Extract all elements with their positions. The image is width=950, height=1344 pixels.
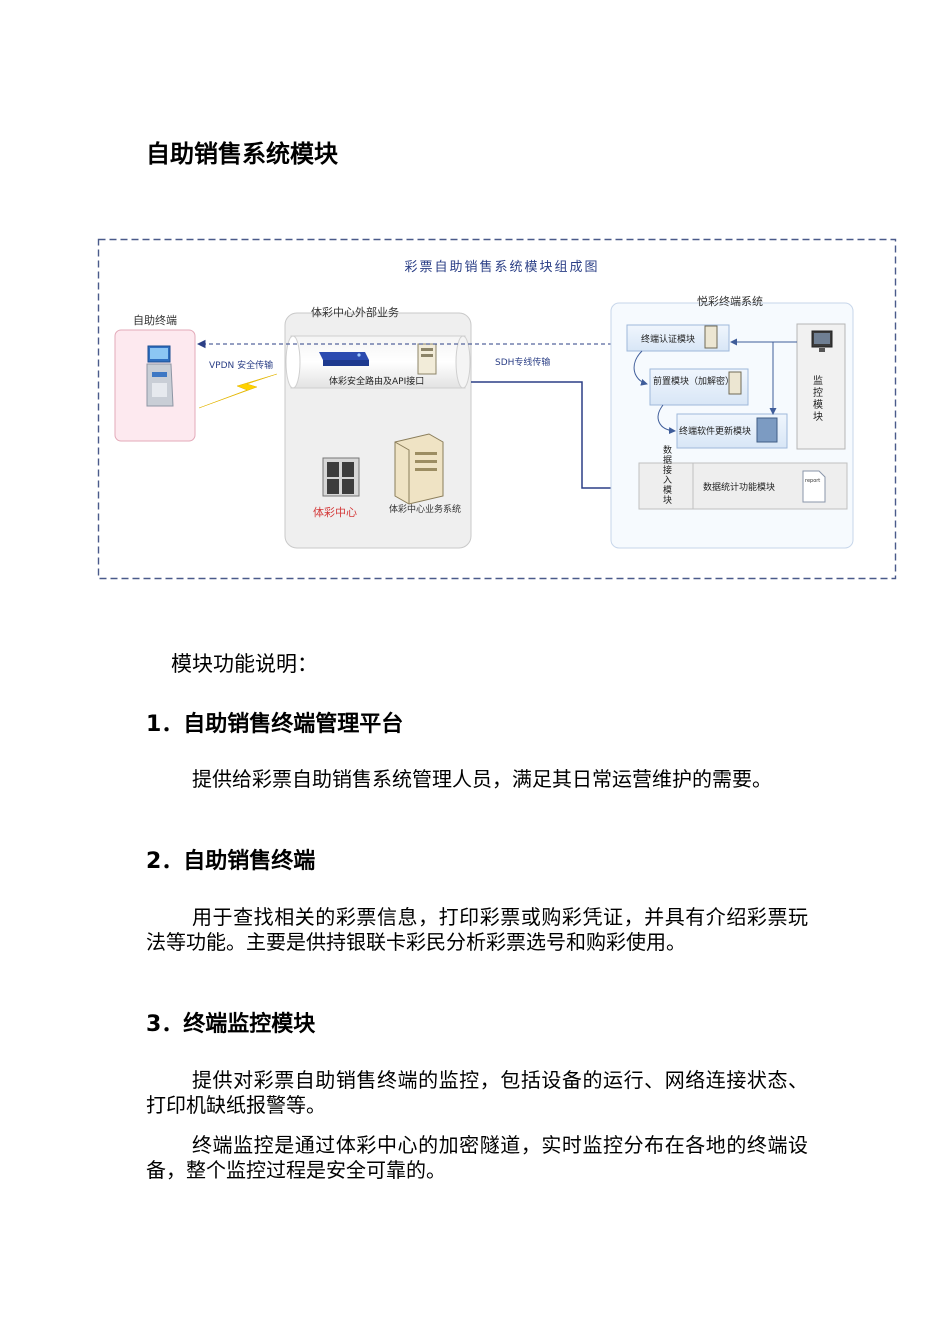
sdh-line — [471, 381, 637, 494]
monitor-icon — [811, 330, 833, 352]
report-icon: report — [802, 470, 826, 503]
update-module-label: 终端软件更新模块 — [679, 425, 751, 437]
stats-module-label: 数据统计功能模块 — [703, 481, 775, 493]
self-terminal-label: 自助终端 — [133, 313, 177, 327]
sdh-label: SDH专线传输 — [495, 356, 550, 368]
data-access-label: 数据接入模块 — [661, 444, 672, 505]
section-2-paragraph: 用于查找相关的彩票信息，打印彩票或购彩凭证，并具有介绍彩票玩法等功能。主要是供持… — [146, 905, 808, 954]
business-server-icon — [394, 433, 444, 505]
pre-module-label: 前置模块（加解密） — [653, 375, 734, 387]
diagram-svg: 彩票自助销售系统模块组成图 自助终端 体彩中心外部业务 体彩安全路由及API接口 — [97, 238, 897, 580]
yuecai-system-label: 悦彩终端系统 — [697, 294, 763, 308]
system-diagram: 彩票自助销售系统模块组成图 自助终端 体彩中心外部业务 体彩安全路由及API接口 — [97, 238, 897, 580]
center-rack-icon — [322, 457, 360, 497]
section-heading-1: 1．自助销售终端管理平台 — [146, 712, 404, 737]
diagram-border — [97, 238, 897, 580]
center-label: 体彩中心 — [313, 505, 357, 519]
report-text: report — [805, 478, 820, 484]
update-gear-icon — [756, 417, 778, 443]
api-server-icon — [417, 343, 437, 375]
section-1-paragraph: 提供给彩票自助销售系统管理人员，满足其日常运营维护的需要。 — [192, 767, 772, 791]
auth-server-icon — [704, 325, 718, 349]
external-business-label: 体彩中心外部业务 — [311, 305, 399, 319]
section-3-paragraph-2: 终端监控是通过体彩中心的加密隧道，实时监控分布在各地的终端设备，整个监控过程是安… — [146, 1133, 808, 1182]
lightning-icon — [198, 373, 278, 409]
diagram-title: 彩票自助销售系统模块组成图 — [404, 259, 599, 275]
vpdn-label: VPDN 安全传输 — [209, 359, 273, 371]
auth-module-label: 终端认证模块 — [641, 333, 695, 345]
kiosk-icon — [146, 345, 174, 407]
page-title: 自助销售系统模块 — [146, 140, 338, 168]
intro-text: 模块功能说明： — [171, 652, 318, 676]
center-business-label: 体彩中心业务系统 — [389, 503, 461, 515]
section-heading-2: 2．自助销售终端 — [146, 849, 316, 874]
router-icon — [319, 352, 369, 366]
monitor-module-label: 监控模块 — [811, 374, 823, 423]
router-label: 体彩安全路由及API接口 — [329, 375, 424, 387]
section-3-paragraph-1: 提供对彩票自助销售终端的监控，包括设备的运行、网络连接状态、打印机缺纸报警等。 — [146, 1068, 808, 1117]
section-heading-3: 3．终端监控模块 — [146, 1012, 316, 1037]
pre-server-icon — [728, 371, 742, 395]
